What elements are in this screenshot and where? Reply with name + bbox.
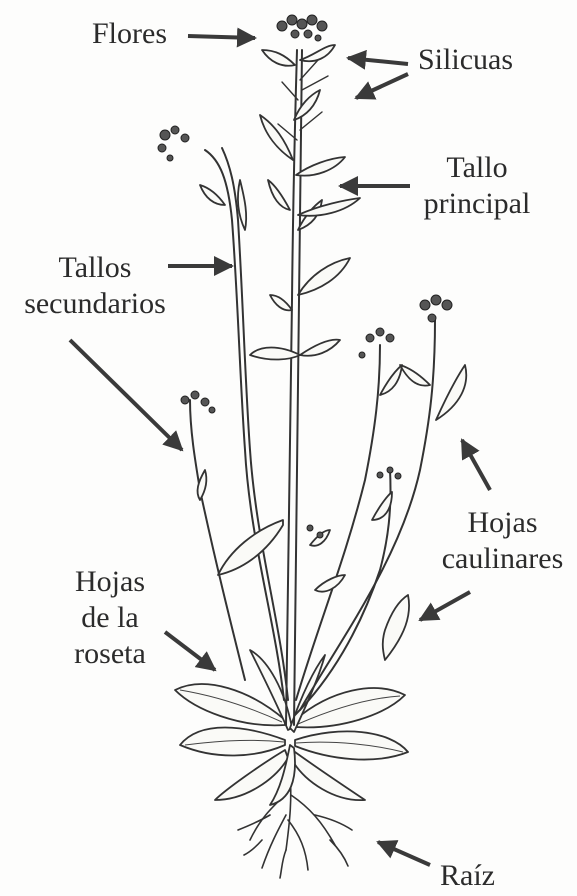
cauline-leaves xyxy=(198,45,467,660)
label-flores: Flores xyxy=(92,16,167,52)
label-hojas-caulinares-line2: caulinares xyxy=(430,541,575,577)
secondary-stem-left xyxy=(205,148,288,700)
label-hojas-roseta-line2: de la xyxy=(50,600,170,636)
label-tallo-principal-line1: Tallo xyxy=(408,150,546,186)
arrow-flores xyxy=(188,36,255,38)
label-raiz: Raíz xyxy=(440,858,495,894)
label-tallo-principal: Tallo principal xyxy=(408,150,546,222)
secondary-stem-low-left xyxy=(190,400,245,680)
label-hojas-caulinares: Hojas caulinares xyxy=(430,505,575,577)
arrow-hojas-roseta xyxy=(165,632,215,670)
rosette-leaves xyxy=(175,650,408,805)
arrow-silicuas-1 xyxy=(348,58,408,64)
label-tallos-secundarios-line2: secundarios xyxy=(5,286,185,322)
label-raiz-text: Raíz xyxy=(440,859,495,892)
arrow-silicuas-2 xyxy=(356,74,408,98)
label-silicuas-text: Silicuas xyxy=(418,43,513,76)
label-tallo-principal-line2: principal xyxy=(408,186,546,222)
flower-clusters xyxy=(158,15,452,538)
arrow-raiz xyxy=(378,842,430,865)
label-hojas-roseta-line3: roseta xyxy=(50,636,170,672)
arrow-hojas-caulinares-2 xyxy=(420,592,470,620)
label-hojas-roseta: Hojas de la roseta xyxy=(50,564,170,672)
siliques xyxy=(278,60,328,140)
arrow-tallos-secundarios-2 xyxy=(70,340,182,450)
label-silicuas: Silicuas xyxy=(418,42,513,78)
label-tallos-secundarios: Tallos secundarios xyxy=(5,250,185,322)
label-flores-text: Flores xyxy=(92,17,167,50)
arrow-hojas-caulinares-1 xyxy=(462,440,490,490)
label-hojas-caulinares-line1: Hojas xyxy=(430,505,575,541)
label-hojas-roseta-line1: Hojas xyxy=(50,564,170,600)
label-tallos-secundarios-line1: Tallos xyxy=(5,250,185,286)
